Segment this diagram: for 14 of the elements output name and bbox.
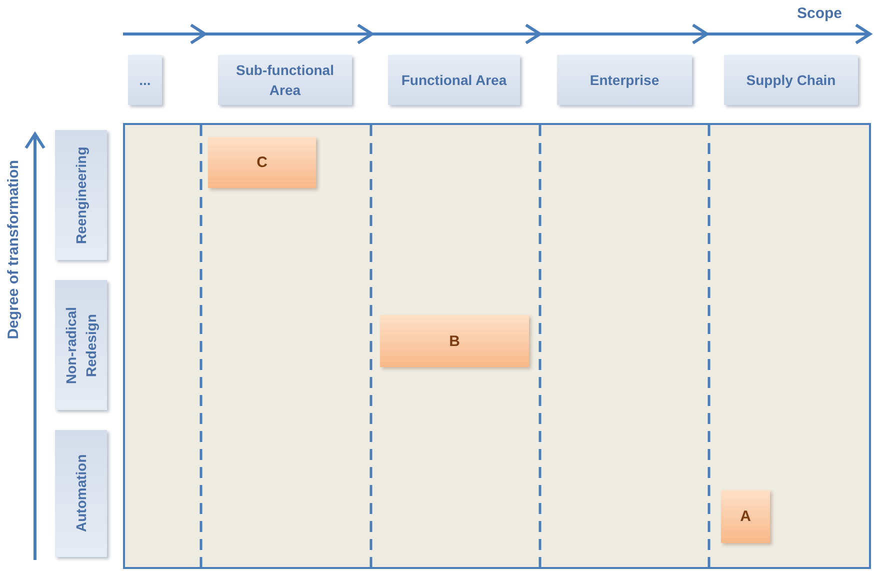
option-block: B [380, 315, 529, 367]
row-header: Non-radical Redesign [55, 280, 107, 410]
option-block: C [208, 137, 316, 188]
column-header: Enterprise [557, 55, 692, 105]
column-header: Supply Chain [724, 55, 858, 105]
option-block: A [721, 490, 770, 543]
column-header: ... [128, 55, 162, 105]
column-header: Functional Area [388, 55, 520, 105]
row-header: Reengineering [55, 130, 107, 260]
matrix-panel [123, 123, 871, 569]
row-header: Automation [55, 430, 107, 557]
axis-label: Degree of transformation [5, 160, 22, 340]
axis-label: Scope [797, 5, 842, 22]
column-header: Sub-functional Area [218, 55, 352, 105]
